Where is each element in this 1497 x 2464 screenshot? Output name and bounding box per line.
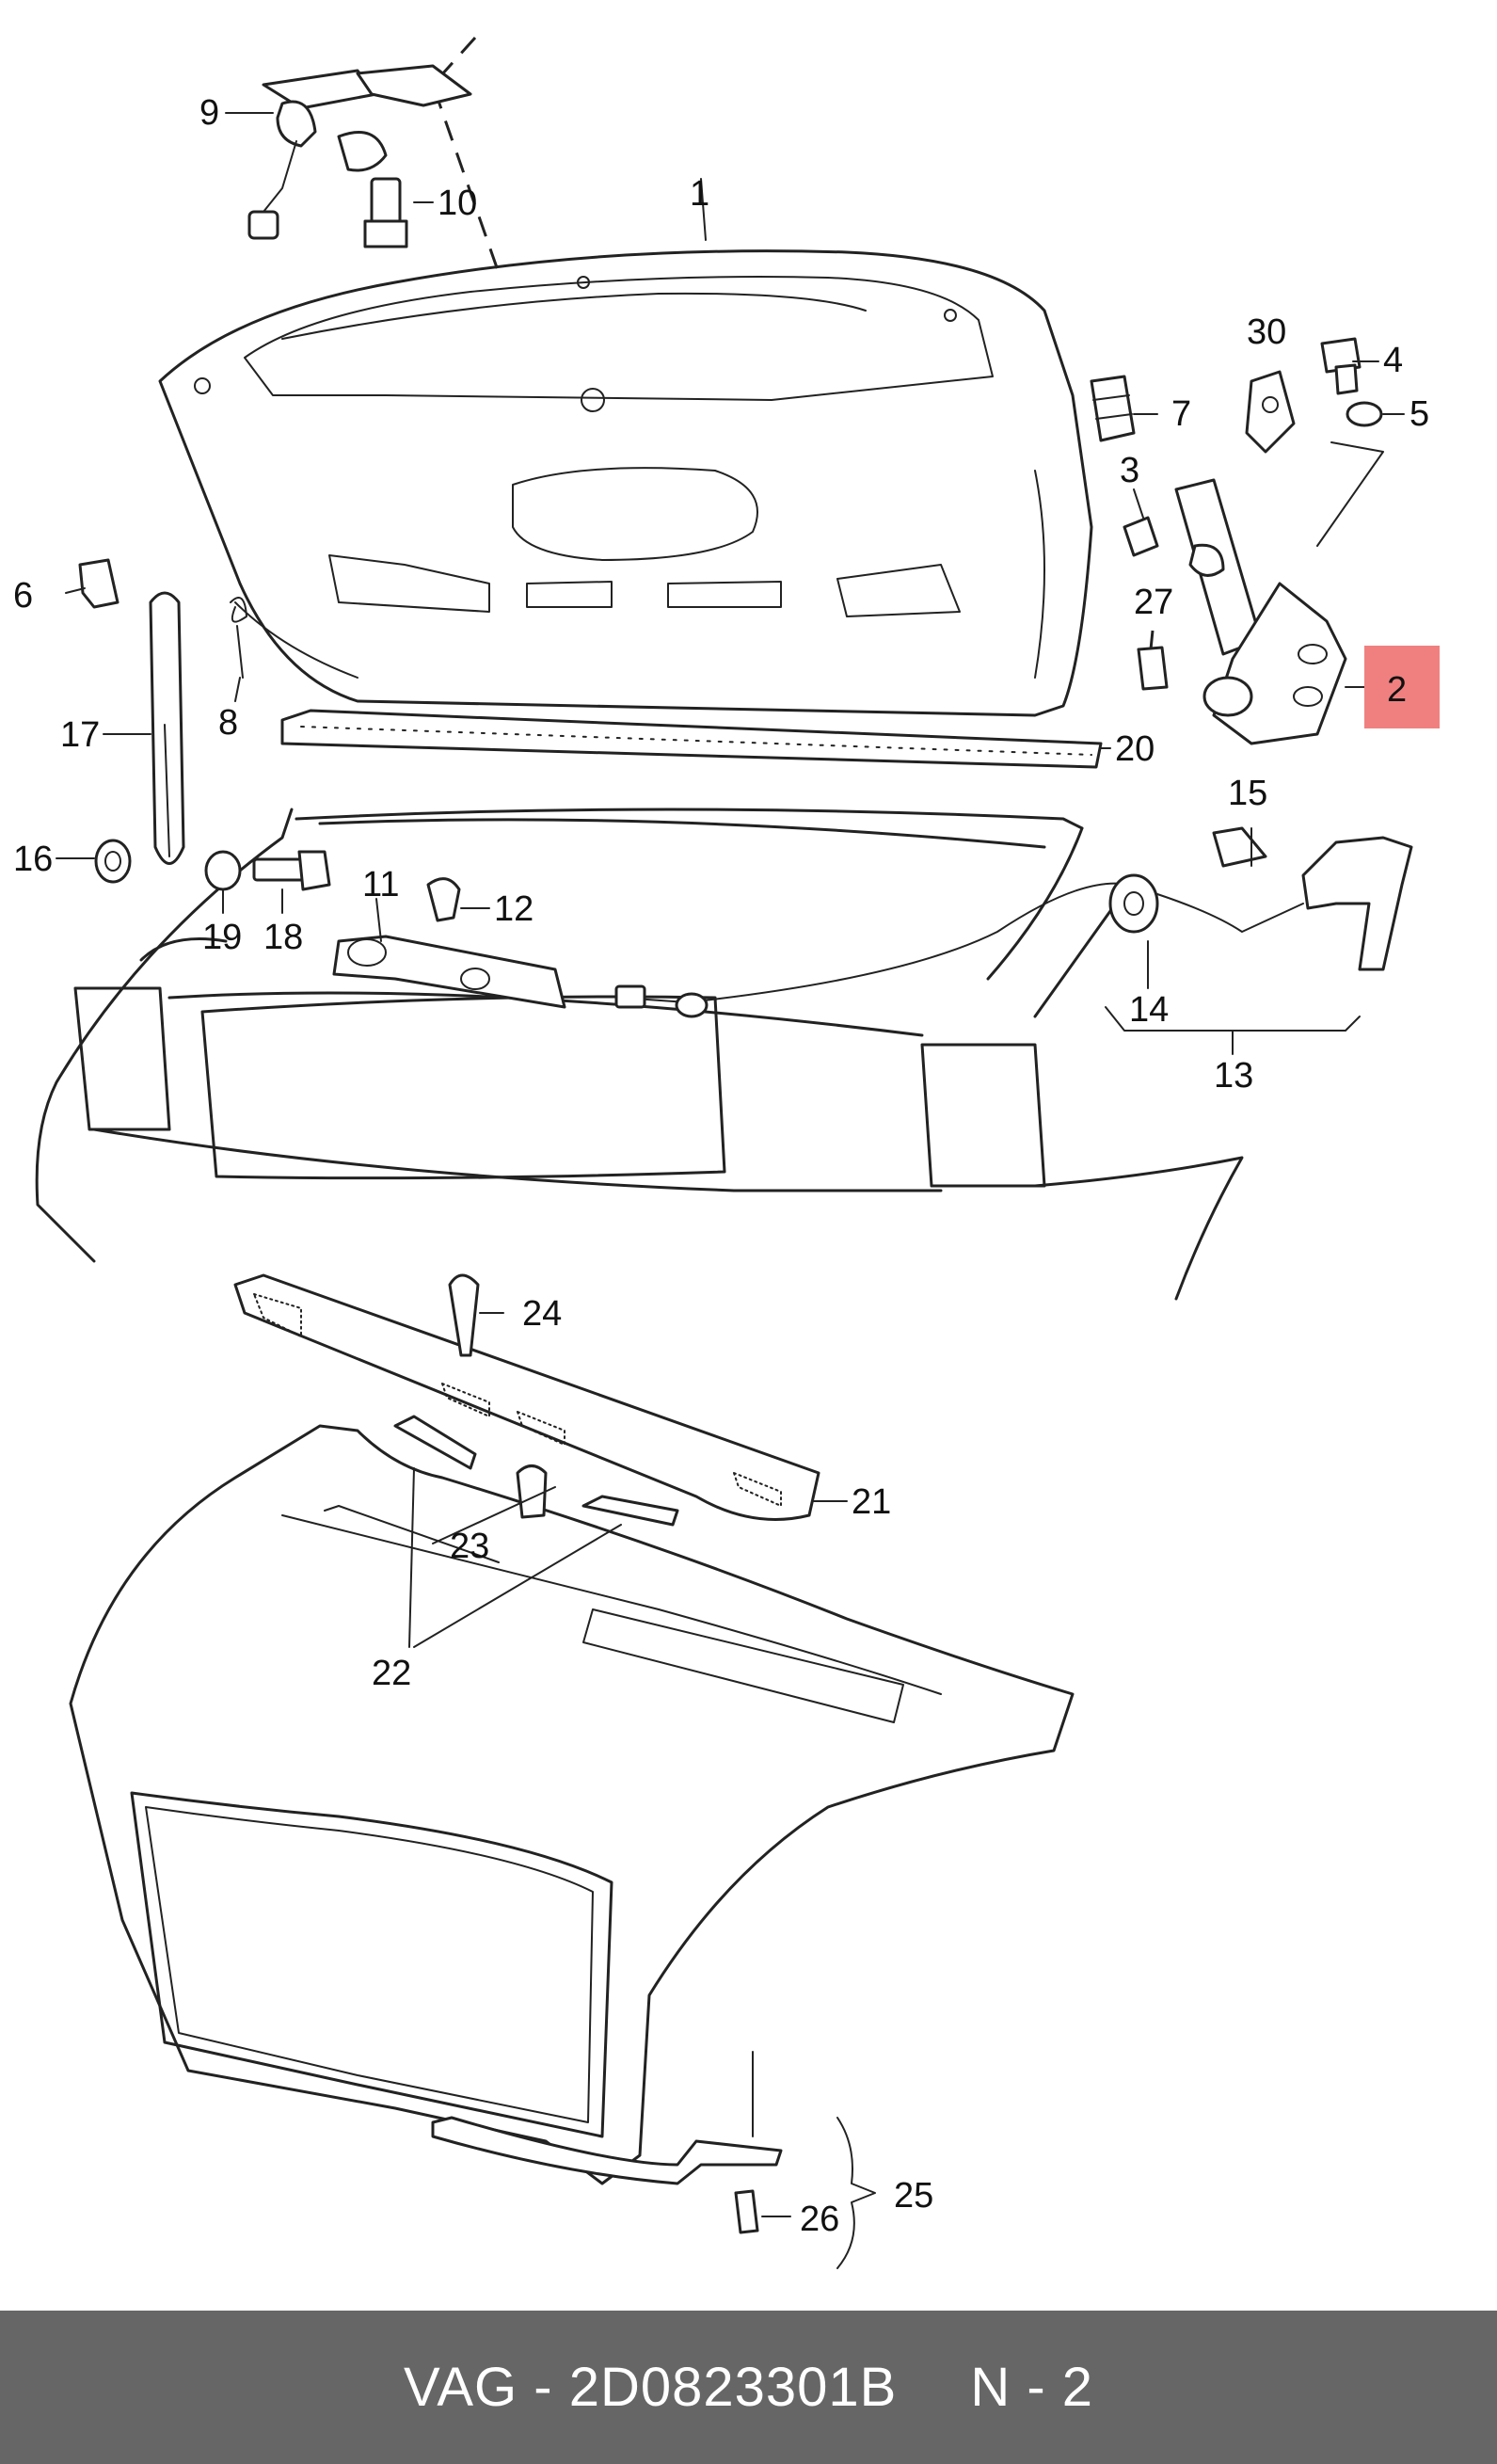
callout-12: 12 <box>494 889 534 929</box>
callout-18: 18 <box>263 918 303 957</box>
callout-24: 24 <box>522 1294 562 1334</box>
callout-13: 13 <box>1214 1056 1253 1096</box>
seal-strip <box>280 709 1103 769</box>
callout-8: 8 <box>218 703 238 743</box>
callout-17: 17 <box>60 715 100 755</box>
callout-6: 6 <box>13 576 33 616</box>
callout-4: 4 <box>1383 341 1403 380</box>
callout-5: 5 <box>1409 394 1429 434</box>
part-9-release-lever <box>247 64 472 240</box>
callout-19: 19 <box>202 918 242 957</box>
callout-15: 15 <box>1228 774 1267 813</box>
part-17-support-rod <box>149 591 185 865</box>
callout-30: 30 <box>1247 312 1286 352</box>
parts-diagram: 1 2 3 4 5 6 7 8 9 10 11 12 13 14 15 16 1… <box>13 36 1440 2269</box>
footer-part-number: 2D0823301B <box>568 2357 898 2418</box>
part-13-release-handle <box>1156 836 1413 971</box>
callout-labels: 1 2 3 4 5 6 7 8 9 10 11 12 13 14 15 16 1… <box>13 93 1429 2239</box>
part-26-screw <box>734 2189 759 2234</box>
part-7-rubber-buffer <box>1090 375 1136 442</box>
part-2-hinge <box>1174 441 1384 745</box>
callout-21: 21 <box>852 1482 891 1522</box>
part-14-grommet <box>1108 873 1159 934</box>
part-27-clip <box>1137 646 1169 691</box>
part-8-spring <box>230 597 247 679</box>
callout-25: 25 <box>894 2176 933 2216</box>
part-16-grommet <box>94 839 132 884</box>
leader-lines <box>56 112 1405 2269</box>
footer-separator: - <box>534 2357 553 2418</box>
part-10-bolt <box>363 177 408 248</box>
part-22-trim-pieces <box>324 1415 679 1563</box>
part-21-grille-strip <box>233 1273 820 1521</box>
hood-panel <box>69 1424 1075 2185</box>
callout-9: 9 <box>199 93 219 133</box>
part-3-nut <box>1123 516 1159 557</box>
callout-22: 22 <box>372 1654 411 1693</box>
part-clip-upper <box>337 131 388 172</box>
callout-14: 14 <box>1129 990 1169 1030</box>
cable-end <box>614 984 646 1009</box>
callout-11: 11 <box>362 865 399 904</box>
callout-1: 1 <box>690 174 709 214</box>
part-5-washer <box>1346 401 1383 427</box>
part-25-bracket <box>431 2116 783 2185</box>
callout-10: 10 <box>438 184 477 223</box>
footer-position-label: N - 2 <box>970 2357 1094 2418</box>
part-release-cable <box>620 882 1130 1003</box>
part-19-washer <box>204 850 242 891</box>
part-4-bolt <box>1320 337 1362 395</box>
callout-7: 7 <box>1171 394 1191 434</box>
part-18-bolt <box>252 850 331 891</box>
callout-27: 27 <box>1134 583 1173 622</box>
hood-underside <box>158 249 1093 717</box>
part-15-screw <box>1212 826 1267 868</box>
part-23-clip <box>516 1464 548 1519</box>
cable-ferrule <box>675 992 709 1018</box>
part-6-retainer-clip <box>78 558 119 609</box>
part-30-bracket <box>1245 370 1296 454</box>
footer-brand: VAG <box>403 2357 518 2418</box>
callout-23: 23 <box>450 1527 489 1566</box>
callout-16: 16 <box>13 840 53 879</box>
callout-2: 2 <box>1387 670 1407 710</box>
part-number-footer: VAG - 2D0823301B N - 2 <box>0 2311 1497 2464</box>
part-24-screw <box>448 1273 480 1357</box>
callout-20: 20 <box>1115 729 1155 769</box>
part-12-bolt <box>426 877 461 922</box>
callout-3: 3 <box>1120 451 1139 490</box>
highlight-box <box>1364 646 1440 728</box>
part-11-lock <box>332 935 566 1009</box>
callout-26: 26 <box>800 2200 839 2239</box>
